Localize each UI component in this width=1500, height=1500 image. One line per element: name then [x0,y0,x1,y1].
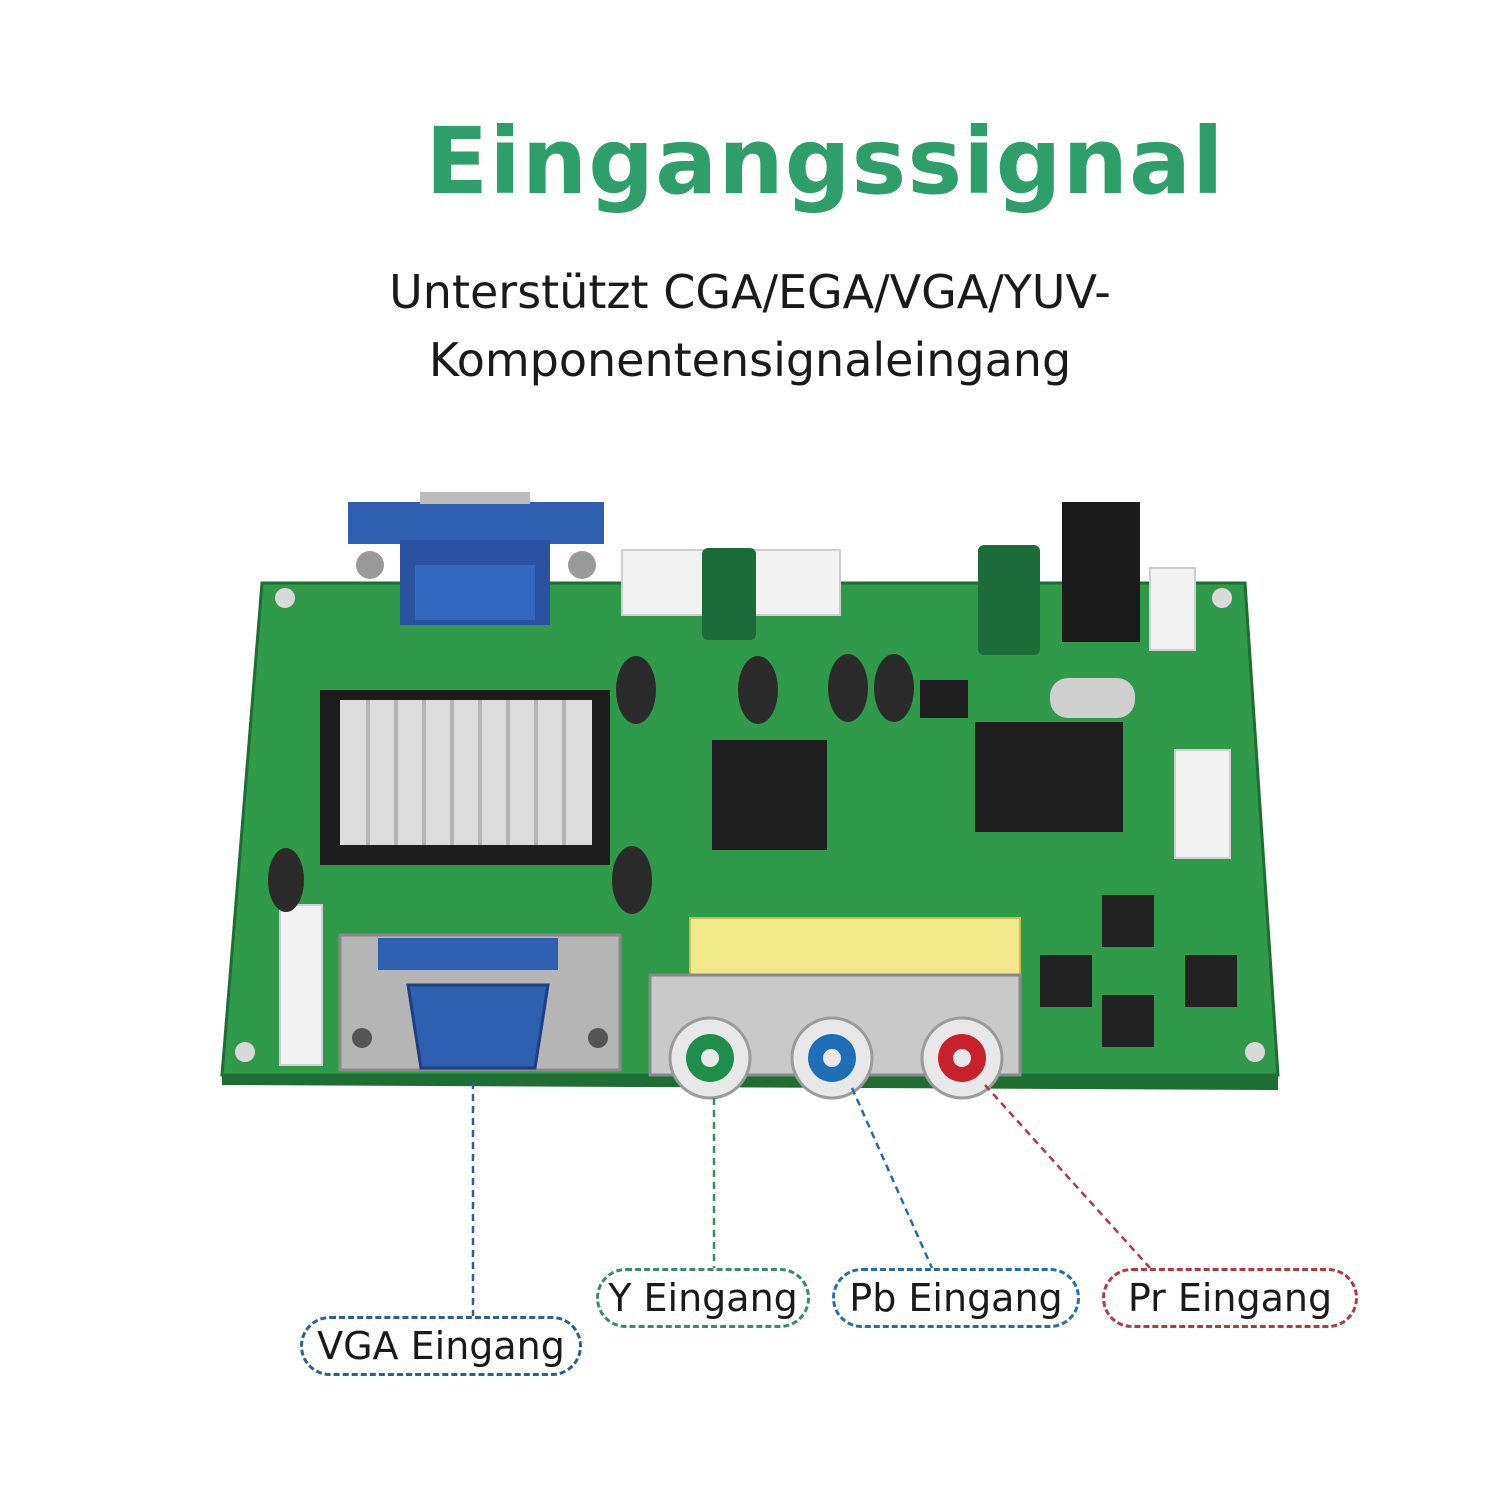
subtitle-line-1: Unterstützt CGA/EGA/VGA/YUV- [389,265,1111,319]
header-connector-right [1149,567,1196,651]
dc-power-jack [1062,502,1140,642]
capacitors [268,545,1040,914]
page-title: Eingangssignal [425,108,1225,215]
top-vga-connector [348,492,604,625]
subtitle-line-2: Komponentensignaleingang [428,333,1072,387]
pb-leader-line [850,1087,934,1269]
pr-leader-line [984,1084,1151,1269]
y-input-label: Y Eingang [596,1268,810,1328]
ic-small-chip [920,680,968,718]
rca-connector-block [648,917,1022,1100]
subtitle: Unterstützt CGA/EGA/VGA/YUV- Komponenten… [300,258,1200,394]
ic-solution-chip [712,740,827,850]
tact-switches [1040,895,1237,1047]
ic-processor-chip [975,722,1123,832]
pr-input-label: Pr Eingang [1102,1268,1358,1328]
header-connector-left [279,904,323,1066]
crystal-oscillator [1050,678,1135,718]
vga-input-label: VGA Eingang [300,1316,582,1376]
heatsink [320,690,610,865]
header-connector-side [1174,749,1231,859]
pb-input-label: Pb Eingang [832,1268,1080,1328]
leader-lines [471,1082,1151,1316]
vga-input-connector [338,933,622,1072]
